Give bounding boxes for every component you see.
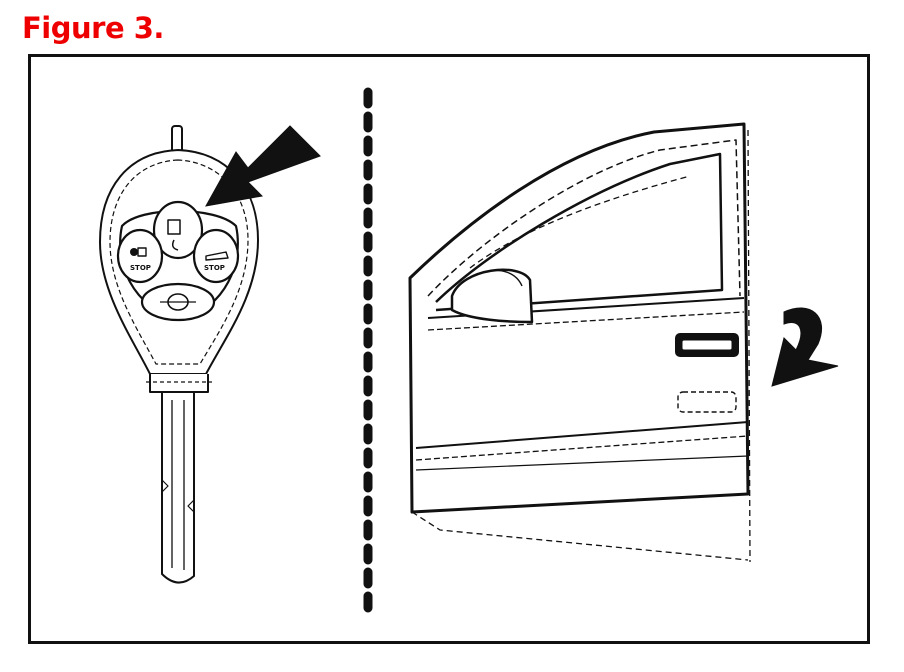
open-direction-arrow-icon [771, 307, 839, 387]
trunk-button-icon [192, 228, 240, 284]
key-button-label-left: STOP [130, 264, 151, 272]
key-button-label-right: STOP [204, 264, 225, 272]
pointer-arrow-icon [205, 125, 321, 207]
car-door-icon [408, 122, 751, 563]
figure-title: Figure 3. [22, 11, 164, 45]
unlock-button-icon [116, 228, 164, 284]
door-handle-icon [675, 333, 739, 413]
side-mirror-icon [450, 268, 534, 324]
key-fob-icon [99, 125, 259, 584]
panic-button-icon [140, 282, 216, 322]
figure-frame [28, 54, 870, 644]
lock-button-icon [152, 200, 204, 260]
